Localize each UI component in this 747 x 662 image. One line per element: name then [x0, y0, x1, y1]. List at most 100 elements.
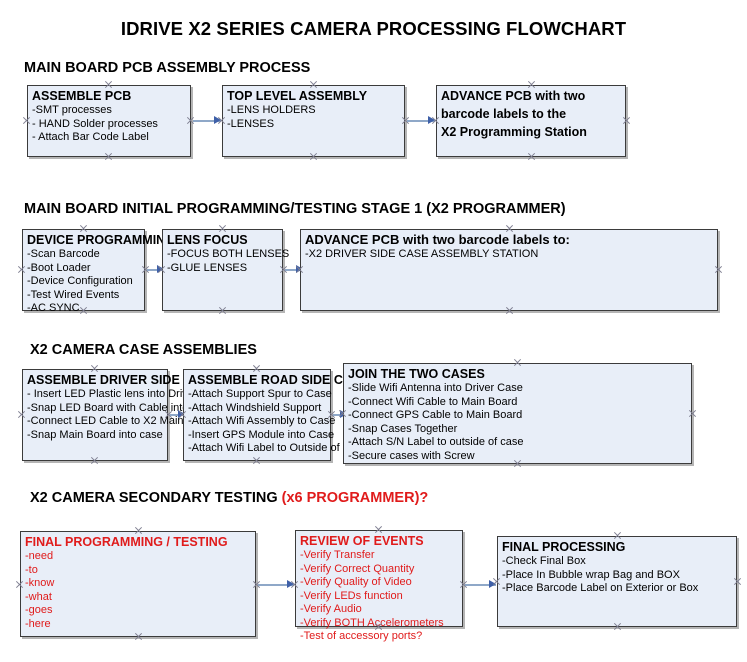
node-line: -Check Final Box: [502, 555, 586, 567]
arrow-connector: [465, 580, 496, 589]
section-heading-2: MAIN BOARD INITIAL PROGRAMMING/TESTING S…: [24, 201, 566, 217]
node-line: -Connect Wifi Cable to Main Board: [348, 395, 518, 408]
arrow-head-icon: [157, 265, 164, 273]
arrow-connector: [407, 116, 435, 125]
arrow-shaft: [407, 120, 435, 122]
node-line: -goes: [25, 604, 53, 616]
node-title: FINAL PROCESSING: [502, 540, 626, 554]
arrow-head-icon: [296, 265, 303, 273]
section-heading-1-text: MAIN BOARD PCB ASSEMBLY PROCESS: [24, 60, 311, 76]
arrow-shaft: [285, 269, 303, 271]
node-line: -Insert GPS Module into Case: [188, 428, 335, 441]
node-line-overflow: -Test of accessory ports?: [300, 630, 423, 642]
node-line: -Device Configuration: [27, 275, 133, 287]
arrow-connector: [193, 116, 221, 125]
arrow-connector: [147, 265, 164, 274]
node-line: -Verify BOTH Accelerometers: [300, 616, 444, 629]
section-heading-2-text: MAIN BOARD INITIAL PROGRAMMING/TESTING S…: [24, 201, 566, 217]
node-lens-focus[interactable]: LENS FOCUS -FOCUS BOTH LENSES -GLUE LENS…: [162, 229, 290, 311]
section-heading-4-accent: (x6 PROGRAMMER)?: [281, 490, 429, 506]
node-line: -to: [25, 563, 38, 576]
node-line: -LENS HOLDERS: [227, 104, 316, 116]
node-line: -Slide Wifi Antenna into Driver Case: [348, 382, 523, 394]
node-advance-pcb-programming-station[interactable]: ADVANCE PCB with two barcode labels to t…: [436, 85, 626, 157]
node-line: -Place In Bubble wrap Bag and BOX: [502, 568, 680, 581]
node-title: REVIEW OF EVENTS: [300, 534, 424, 548]
node-line: -Boot Loader: [27, 261, 91, 274]
node-line: -LENSES: [227, 117, 275, 130]
node-line: - Insert LED Plastic lens into Driver Ca…: [27, 388, 227, 400]
node-line: -Secure cases with Screw: [348, 449, 475, 462]
node-line: -Attach Windshield Support: [188, 401, 322, 414]
node-line: -GLUE LENSES: [167, 261, 248, 274]
node-title: LENS FOCUS: [167, 233, 248, 247]
node-line: barcode labels to the: [441, 107, 567, 121]
arrow-shaft: [465, 584, 496, 586]
section-heading-1: MAIN BOARD PCB ASSEMBLY PROCESS: [24, 60, 310, 76]
arrow-shaft: [147, 269, 164, 271]
section-heading-3: X2 CAMERA CASE ASSEMBLIES: [30, 342, 257, 358]
node-assemble-driver-side-case[interactable]: ASSEMBLE DRIVER SIDE CASE - Insert LED P…: [22, 369, 227, 461]
node-advance-pcb-driver-side-station[interactable]: ADVANCE PCB with two barcode labels to: …: [300, 229, 718, 311]
node-line: -Attach Support Spur to Case: [188, 388, 332, 400]
node-title: ASSEMBLE PCB: [32, 89, 132, 103]
node-line: -what: [25, 590, 52, 603]
arrow-connector: [170, 410, 185, 419]
node-title: TOP LEVEL ASSEMBLY: [227, 89, 368, 103]
node-device-programming[interactable]: DEVICE PROGRAMMING -Scan Barcode -Boot L…: [22, 229, 175, 314]
node-line: -Scan Barcode: [27, 248, 100, 260]
node-line: X2 Programming Station: [441, 125, 587, 139]
node-final-programming-testing[interactable]: FINAL PROGRAMMING / TESTING -need -to -k…: [20, 531, 256, 637]
section-heading-4: X2 CAMERA SECONDARY TESTING (x6 PROGRAMM…: [30, 490, 428, 506]
node-final-processing[interactable]: FINAL PROCESSING -Check Final Box -Place…: [497, 536, 737, 627]
node-line: -AC SYNC: [27, 302, 80, 314]
node-line: -Attach S/N Label to outside of case: [348, 436, 524, 448]
node-line: - HAND Solder processes: [32, 117, 158, 130]
arrow-shaft: [170, 414, 185, 416]
arrow-head-icon: [428, 116, 435, 124]
arrow-shaft: [258, 584, 294, 586]
node-line: -know: [25, 577, 55, 589]
node-line: -Verify Transfer: [300, 549, 375, 561]
arrow-head-icon: [178, 410, 185, 418]
node-assemble-pcb[interactable]: ASSEMBLE PCB -SMT processes - HAND Solde…: [27, 85, 191, 157]
node-line: -Verify Quality of Video: [300, 576, 412, 588]
node-line: -Attach Wifi Label to Outside of Case: [188, 442, 369, 454]
node-line: -Verify Audio: [300, 603, 362, 615]
node-title: FINAL PROGRAMMING / TESTING: [25, 535, 228, 549]
node-line: -Place Barcode Label on Exterior or Box: [502, 582, 699, 594]
node-line: -Attach Wifi Assembly to Case: [188, 415, 336, 427]
node-line: -FOCUS BOTH LENSES: [167, 248, 290, 260]
node-line: -SMT processes: [32, 104, 112, 116]
node-line: -Connect GPS Cable to Main Board: [348, 409, 523, 421]
node-title: ASSEMBLE DRIVER SIDE CASE: [27, 373, 219, 387]
node-title: ASSEMBLE ROAD SIDE CASE: [188, 373, 369, 387]
node-line: -Connect LED Cable to X2 Main Board: [27, 415, 216, 427]
section-heading-3-text: X2 CAMERA CASE ASSEMBLIES: [30, 342, 257, 358]
section-heading-4-text: X2 CAMERA SECONDARY TESTING: [30, 490, 282, 506]
node-line: - Attach Bar Code Label: [32, 131, 149, 143]
node-line: -need: [25, 550, 54, 562]
node-join-the-two-cases[interactable]: JOIN THE TWO CASES -Slide Wifi Antenna i…: [343, 363, 692, 464]
node-title: ADVANCE PCB with two barcode labels to:: [305, 232, 570, 247]
node-title: DEVICE PROGRAMMING: [27, 233, 175, 247]
node-top-level-assembly[interactable]: TOP LEVEL ASSEMBLY -LENS HOLDERS -LENSES: [222, 85, 405, 157]
node-line: -Snap Cases Together: [348, 422, 458, 435]
node-title: JOIN THE TWO CASES: [348, 367, 485, 381]
node-review-of-events[interactable]: REVIEW OF EVENTS -Verify Transfer -Verif…: [295, 530, 463, 642]
arrow-head-icon: [287, 580, 294, 588]
node-line: -Snap LED Board with Cable into Case: [27, 401, 218, 414]
node-line: -Snap Main Board into case: [27, 428, 163, 441]
node-line: -here: [25, 617, 51, 630]
arrow-connector: [285, 265, 303, 274]
arrow-head-icon: [489, 580, 496, 588]
node-line: -Verify LEDs function: [300, 589, 403, 602]
arrow-shaft: [193, 120, 221, 122]
node-line: -X2 DRIVER SIDE CASE ASSEMBLY STATION: [305, 248, 539, 260]
node-line: -Verify Correct Quantity: [300, 562, 415, 575]
node-assemble-road-side-case[interactable]: ASSEMBLE ROAD SIDE CASE -Attach Support …: [183, 369, 369, 461]
arrow-head-icon: [214, 116, 221, 124]
node-title: ADVANCE PCB with two: [441, 89, 586, 103]
arrow-connector: [258, 580, 294, 589]
